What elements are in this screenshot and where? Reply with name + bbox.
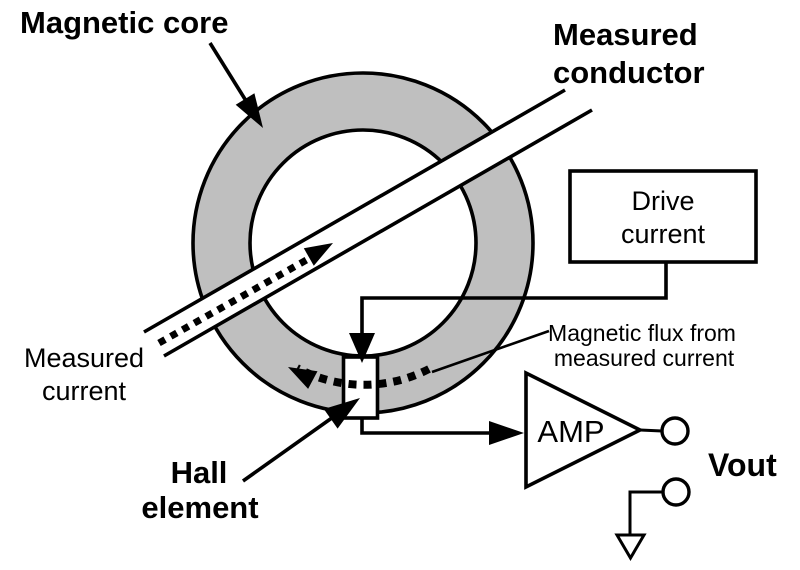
ground-symbol-icon: [614, 533, 647, 561]
vout-label: Vout: [708, 447, 777, 483]
flux-label-line2: measured current: [554, 345, 735, 371]
conductor-upper-edge: [143, 88, 566, 334]
measured-current-dots: [157, 254, 312, 347]
flux-arrow: [288, 364, 431, 389]
hall-element-pointer-arrow: [241, 398, 360, 483]
drive-current-box: [568, 169, 758, 264]
flux-pointer-line: [431, 329, 550, 374]
amp-label: AMP: [537, 414, 604, 449]
drive-wire-path: [360, 262, 668, 334]
magnetic-core-label: Magnetic core: [20, 5, 228, 40]
measured-conductor-label-line2: conductor: [553, 55, 705, 90]
drive-current-label-line2: current: [621, 219, 706, 249]
drive-current-label-line1: Drive: [631, 186, 694, 216]
measured-conductor-label-line1: Measured: [553, 17, 698, 52]
measured-current-arrow: [157, 243, 333, 347]
magnetic-core-pointer-line: [208, 42, 250, 105]
magnetic-core-arrowhead-icon: [235, 93, 263, 128]
hall-element-label-line2: element: [141, 490, 258, 525]
measured-current-arrowhead-icon: [303, 243, 333, 266]
ground-wire: [628, 490, 663, 534]
amp-output-lead: [639, 428, 663, 433]
amp-input-arrowhead-icon: [489, 421, 524, 445]
flux-arrowhead-icon: [288, 367, 318, 389]
amp-triangle: [524, 370, 645, 490]
drive-wire: [349, 262, 668, 363]
hall-element-arrowhead-icon: [323, 398, 360, 429]
hall-output-wire: [360, 417, 524, 445]
drive-arrowhead-icon: [349, 333, 375, 363]
ground-terminal-circle: [661, 477, 691, 507]
output-terminal-circle: [660, 416, 690, 446]
conductor-lower-edge: [163, 108, 593, 358]
output-wire-path: [360, 417, 492, 435]
flux-label-line1: Magnetic flux from: [548, 320, 736, 346]
hall-element-label-line1: Hall: [171, 455, 228, 490]
measured-current-label-line2: current: [42, 376, 127, 406]
magnetic-core-pointer-arrow: [208, 42, 263, 128]
hall-element-pointer-line: [241, 413, 338, 483]
measured-current-label-line1: Measured: [24, 343, 144, 373]
